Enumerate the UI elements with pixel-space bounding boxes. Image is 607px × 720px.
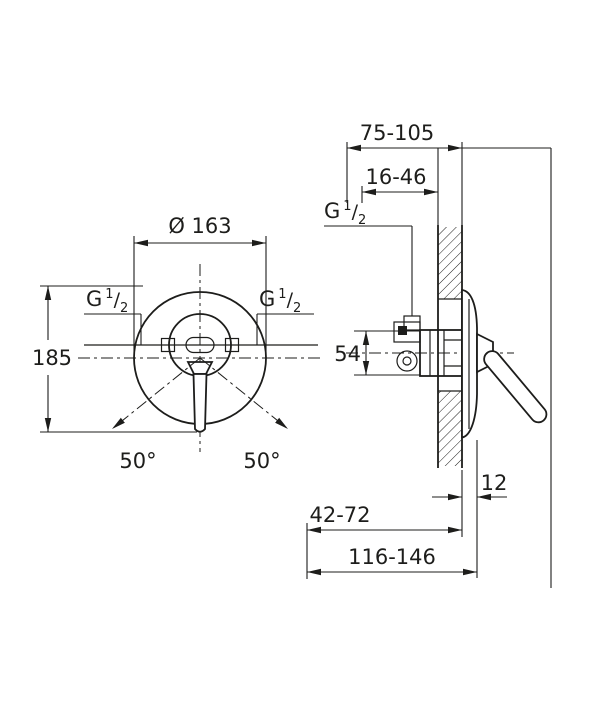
thread-numerator: 1	[278, 287, 286, 302]
thread-base: G	[86, 287, 102, 311]
connection-port-right	[224, 337, 240, 353]
angle-right-label: 50°	[243, 449, 280, 473]
thread-numerator: 1	[105, 287, 113, 302]
dim-depth-total: 116-146	[307, 545, 477, 576]
supply-elbow-outer	[396, 350, 418, 372]
cartridge-slot	[185, 336, 215, 354]
dim-rough-in: 16-46	[361, 148, 439, 225]
lever-hub-front	[186, 361, 214, 375]
thread-slash: /	[352, 201, 359, 223]
dim-center-height: 54	[334, 330, 420, 376]
thread-slash: /	[287, 289, 294, 311]
dim-depth-min: 42-72	[306, 503, 462, 579]
wall-hatch-top	[438, 227, 462, 299]
dim-diameter: Ø 163	[133, 214, 267, 351]
thread-slash: /	[114, 289, 121, 311]
lever-handle-front	[192, 373, 208, 433]
wall-hatch-bottom	[438, 391, 462, 466]
center-height-label: 54	[334, 342, 361, 366]
thread-base: G	[324, 199, 340, 223]
plate-edge-label: 12	[481, 471, 508, 495]
depth-min-label: 42-72	[309, 503, 370, 527]
swing-line-left	[111, 357, 201, 430]
thread-denominator: 2	[293, 301, 301, 316]
dim-plate-edge: 12	[432, 440, 507, 578]
swing-line-right	[199, 357, 289, 430]
wall-offset-label: 75-105	[360, 121, 434, 145]
dim-wall-offset: 75-105	[346, 121, 552, 588]
dim-height: 185	[32, 285, 197, 433]
thread-denominator: 2	[358, 213, 366, 228]
connection-port-left	[160, 337, 176, 353]
height-label: 185	[32, 346, 72, 370]
angle-left-label: 50°	[119, 449, 156, 473]
rough-in-label: 16-46	[365, 165, 426, 189]
thread-denominator: 2	[120, 301, 128, 316]
thread-numerator: 1	[343, 199, 351, 214]
supply-elbow-inner	[402, 356, 412, 366]
depth-total-label: 116-146	[348, 545, 436, 569]
lever-handle-side	[483, 350, 548, 424]
thread-base: G	[259, 287, 275, 311]
diameter-label: Ø 163	[168, 214, 231, 238]
